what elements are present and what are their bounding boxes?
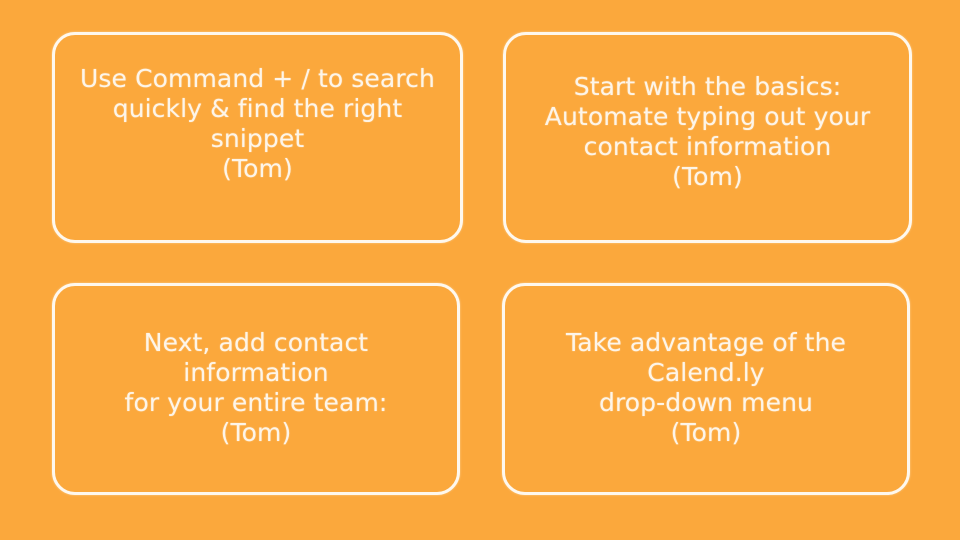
- tip-card-bottom-right[interactable]: Take advantage of the Calend.ly drop-dow…: [502, 283, 910, 495]
- tip-card-top-left[interactable]: Use Command + / to search quickly & find…: [52, 32, 463, 243]
- tip-card-top-right[interactable]: Start with the basics: Automate typing o…: [503, 32, 912, 243]
- tip-card-bottom-left[interactable]: Next, add contact information for your e…: [52, 283, 460, 495]
- tip-card-text: Next, add contact information for your e…: [124, 328, 388, 447]
- tip-card-text: Take advantage of the Calend.ly drop-dow…: [565, 328, 846, 447]
- tip-card-text: Use Command + / to search quickly & find…: [80, 63, 435, 183]
- tip-card-text: Start with the basics: Automate typing o…: [544, 71, 871, 191]
